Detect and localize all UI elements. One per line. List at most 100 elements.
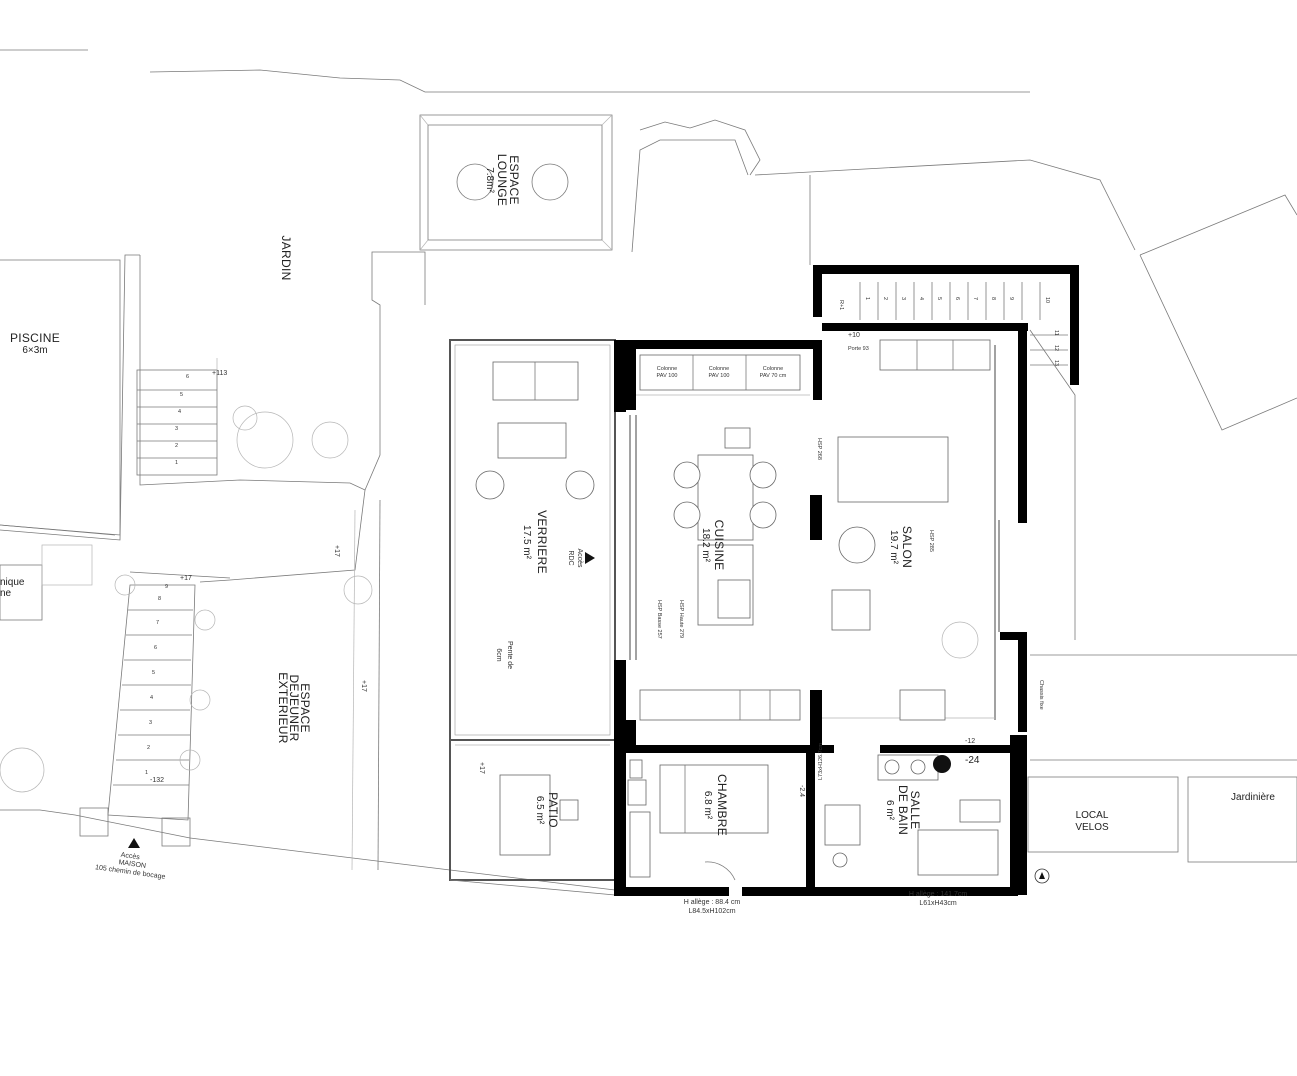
entrance-planters [79, 807, 191, 847]
lower-step-3: 3 [149, 720, 152, 726]
upper-step-3: 3 [175, 426, 178, 432]
lower-step-7: 7 [156, 620, 159, 626]
north-step-2: 2 [882, 297, 888, 300]
local-velos-label: LOCAL [1076, 810, 1109, 821]
lower-step-1: 1 [145, 770, 148, 776]
piscine-dims: 6×3m [22, 345, 47, 356]
level-bottom: -132 [150, 777, 164, 784]
north-stair-label: R+1 [838, 300, 844, 310]
level-bath: -24 [965, 755, 980, 766]
column-3-size: PAV 70 cm [760, 373, 787, 379]
column-2-label: Colonne [709, 366, 730, 372]
technical-box [0, 544, 93, 621]
lower-step-9: 9 [165, 584, 168, 590]
entrance-arrow-icon [128, 838, 140, 848]
level-marks: +113 +17 -132 +17 +17 +10 -24 -12 +17 -2… [150, 332, 980, 797]
north-arrow-icon [1034, 868, 1050, 884]
site-outline [0, 49, 1297, 891]
column-3-label: Colonne [763, 366, 784, 372]
main-house-walls [614, 265, 1079, 896]
fixed-note: Chassis fixe [1038, 680, 1044, 710]
access-rdc-line2: RDC [567, 550, 574, 565]
technique-label: nique [0, 577, 25, 588]
hsp-note-1: HSP Haute 279 [678, 600, 684, 638]
north-step-11: 11 [1053, 330, 1059, 336]
cuisine-label: CUISINE [712, 520, 726, 571]
upper-step-5: 5 [180, 392, 183, 398]
cuisine-area: 18.2 m² [700, 528, 711, 563]
pente-line2: 6cm [495, 648, 502, 661]
north-step-1: 1 [864, 297, 870, 300]
verriere-label: VERRIERE [535, 510, 549, 574]
plants [0, 405, 979, 793]
misc-notes: HSP Haute 279 HSP Basse 257 HSP 268 HSP … [656, 346, 1044, 710]
jardin-label: JARDIN [279, 235, 293, 280]
level-chambre: -2.4 [798, 785, 805, 797]
hsp-note-3: HSP 268 [816, 438, 822, 460]
stair-numbers: 1 2 3 4 5 6 1 2 3 4 5 6 7 8 9 R+1 1 2 3 … [145, 297, 1059, 776]
chambre-window-line2: L84.5xH102cm [688, 908, 735, 915]
north-step-7: 7 [972, 297, 978, 300]
north-step-4: 4 [918, 297, 924, 300]
salon-furniture [831, 339, 991, 721]
access-rdc-line1: Accès [576, 548, 583, 568]
level-interior-2: +17 [360, 680, 367, 692]
upper-step-1: 1 [175, 460, 178, 466]
lower-step-6: 6 [154, 645, 157, 651]
bike-store [1027, 776, 1297, 863]
kitchen-furniture [639, 354, 801, 721]
bath-door-size: L73xH126.7cm [818, 743, 824, 780]
chambre-area: 6.8 m² [702, 791, 713, 820]
dejeuner-sub: DEJEUNER [287, 674, 301, 741]
dejeuner-label: ESPACE [298, 683, 312, 733]
verriere-furniture [475, 361, 595, 856]
lower-step-4: 4 [150, 695, 153, 701]
patio-area: 6.5 m² [534, 796, 545, 825]
hsp-note-2: HSP Basse 257 [656, 600, 662, 639]
sdb-label: SALLE [908, 791, 922, 830]
lounge-area [419, 114, 613, 251]
lounge-area-value: 7.8m² [484, 167, 495, 193]
north-step-5: 5 [936, 297, 942, 300]
level-porte: +10 [848, 332, 860, 339]
access-line2: MAISON [118, 859, 146, 870]
local-velos-sub: VELOS [1075, 822, 1109, 833]
upper-stairs [136, 358, 218, 476]
north-stairs [859, 282, 1068, 366]
hsp-salon-note: HSP 285 [928, 530, 934, 552]
piscine-label: PISCINE [10, 331, 60, 345]
north-step-8: 8 [990, 297, 996, 300]
technique-sub: ne [0, 588, 12, 599]
column-1-size: PAV 100 [657, 373, 678, 379]
sdb-window-line1: H allège : 141.7cm [909, 891, 968, 898]
dejeuner-sub2: EXTERIEUR [276, 672, 290, 743]
level-patio: +17 [478, 762, 485, 774]
chambre-label: CHAMBRE [715, 774, 729, 836]
column-2-size: PAV 100 [709, 373, 730, 379]
upper-step-2: 2 [175, 443, 178, 449]
lower-step-2: 2 [147, 745, 150, 751]
window-notes: H allège : 88.4 cm L84.5xH102cm H allège… [684, 743, 968, 915]
lower-stairs [107, 584, 196, 821]
north-step-3: 3 [900, 297, 906, 300]
north-step-9: 9 [1008, 297, 1014, 300]
kitchen-columns: Colonne PAV 100 Colonne PAV 100 Colonne … [657, 366, 787, 379]
jardiniere-label: Jardinière [1231, 792, 1275, 803]
verriere-area: 17.5 m² [521, 525, 532, 560]
level-stair-top: +113 [212, 370, 227, 377]
sdb-area: 6 m² [884, 800, 895, 821]
salon-label: SALON [900, 526, 914, 568]
rdc-arrow-icon [585, 552, 595, 564]
salon-area: 19.7 m² [888, 530, 899, 565]
north-step-12: 12 [1053, 345, 1059, 351]
north-step-13: 13 [1053, 360, 1059, 366]
access-line1: Accès [120, 852, 140, 862]
column-1-label: Colonne [657, 366, 678, 372]
bathroom-fixtures [824, 754, 1001, 876]
pool-area [0, 259, 121, 536]
glazing [629, 345, 1000, 720]
chambre-window-line1: H allège : 88.4 cm [684, 899, 741, 906]
space-labels: PISCINE 6×3m JARDIN ESPACE LOUNGE 7.8m² … [0, 154, 1275, 836]
patio-label: PATIO [546, 792, 560, 828]
